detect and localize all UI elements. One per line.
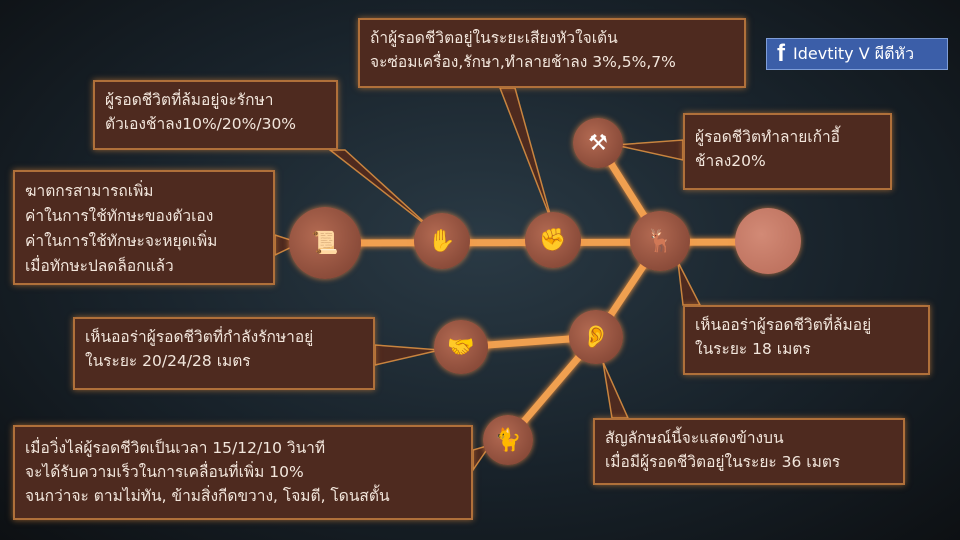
ear-icon: 👂	[582, 324, 610, 350]
desc-line: จนกว่าจะ ตามไม่ทัน, ข้ามสิ่งกีดขวาง, โจม…	[25, 487, 390, 505]
desc-chase: เมื่อวิ่งไล่ผู้รอดชีวิตเป็นเวลา 15/12/10…	[13, 425, 473, 520]
talent-node-chase[interactable]: 🐈	[483, 415, 533, 465]
talent-node-ear[interactable]: 👂	[569, 310, 623, 364]
desc-ear: สัญลักษณ์นี้จะแสดงข้างบน เมื่อมีผู้รอดชี…	[593, 418, 905, 485]
badge-label: Idevtity V ผีตีหัว	[793, 43, 915, 63]
pointer-heartbeat	[498, 87, 554, 226]
desc-line: ตัวเองช้าลง10%/20%/30%	[105, 115, 297, 133]
desc-line: เมื่อทักษะปลดล็อกแล้ว	[25, 257, 174, 275]
desc-fallen-aura: เห็นออร่าผู้รอดชีวิตที่ล้มอยู่ ในระยะ 18…	[683, 305, 930, 375]
pointer-skill	[274, 233, 303, 257]
desc-line: จะซ่อมเครื่อง,รักษา,ทำลายช้าลง 3%,5%,7%	[370, 53, 676, 71]
deer-icon: 🦌	[646, 228, 674, 254]
hand-icon: ✋	[428, 228, 456, 254]
talent-node-deer[interactable]: 🦌	[630, 211, 690, 271]
desc-line: ในระยะ 20/24/28 เมตร	[85, 352, 251, 370]
desc-line: ฆาตกรสามารถเพิ่ม	[25, 182, 154, 200]
pointer-fallen-heal	[327, 149, 436, 233]
pointer-ear	[602, 361, 630, 419]
talent-node-pallet[interactable]: ⚒	[573, 118, 623, 168]
desc-line: จะได้รับความเร็วในการเคลื่อนที่เพิ่ม 10%	[25, 463, 304, 481]
desc-line: ผู้รอดชีวิตทำลายเก้าอี้	[695, 128, 840, 146]
facebook-icon: f	[777, 40, 785, 67]
fist-icon: ✊	[539, 227, 567, 253]
desc-line: ในระยะ 18 เมตร	[695, 340, 811, 358]
talent-node-heartbeat[interactable]: ✊	[525, 212, 581, 268]
desc-pallet: ผู้รอดชีวิตทำลายเก้าอี้ ช้าลง20%	[683, 113, 892, 190]
talent-node-empty[interactable]	[735, 208, 801, 274]
pointer-heal-aura	[374, 344, 441, 366]
desc-line: เห็นออร่าผู้รอดชีวิตที่กำลังรักษาอยู่	[85, 328, 314, 346]
talent-node-fallen-heal[interactable]: ✋	[414, 213, 470, 269]
facebook-page-badge[interactable]: f Idevtity V ผีตีหัว	[766, 38, 948, 70]
desc-fallen-heal: ผู้รอดชีวิตที่ล้มอยู่จะรักษา ตัวเองช้าลง…	[93, 80, 338, 150]
desc-line: เมื่อวิ่งไล่ผู้รอดชีวิตเป็นเวลา 15/12/10…	[25, 439, 326, 457]
talent-node-heal-aura[interactable]: 🤝	[434, 320, 488, 374]
cat-icon: 🐈	[494, 427, 522, 453]
handshake-icon: 🤝	[447, 334, 475, 360]
pointer-pallet	[614, 139, 684, 161]
desc-line: ค่าในการใช้ทักษะจะหยุดเพิ่ม	[25, 232, 218, 250]
desc-heal-aura: เห็นออร่าผู้รอดชีวิตที่กำลังรักษาอยู่ ใน…	[73, 317, 375, 390]
desc-line: ผู้รอดชีวิตที่ล้มอยู่จะรักษา	[105, 91, 274, 109]
desc-heartbeat: ถ้าผู้รอดชีวิตอยู่ในระยะเสียงหัวใจเต้น จ…	[358, 18, 746, 88]
desc-skill: ฆาตกรสามารถเพิ่ม ค่าในการใช้ทักษะของตัวเ…	[13, 170, 275, 285]
talent-node-skill[interactable]: 📜	[289, 207, 361, 279]
desc-line: สัญลักษณ์นี้จะแสดงข้างบน	[605, 429, 784, 447]
desc-line: ถ้าผู้รอดชีวิตอยู่ในระยะเสียงหัวใจเต้น	[370, 29, 618, 47]
scroll-icon: 📜	[311, 230, 339, 256]
desc-line: ค่าในการใช้ทักษะของตัวเอง	[25, 207, 214, 225]
pointer-fallen-aura	[677, 261, 702, 306]
desc-line: เห็นออร่าผู้รอดชีวิตที่ล้มอยู่	[695, 316, 872, 334]
desc-line: ช้าลง20%	[695, 152, 766, 170]
desc-line: เมื่อมีผู้รอดชีวิตอยู่ในระยะ 36 เมตร	[605, 453, 841, 471]
pallet-icon: ⚒	[588, 130, 608, 156]
